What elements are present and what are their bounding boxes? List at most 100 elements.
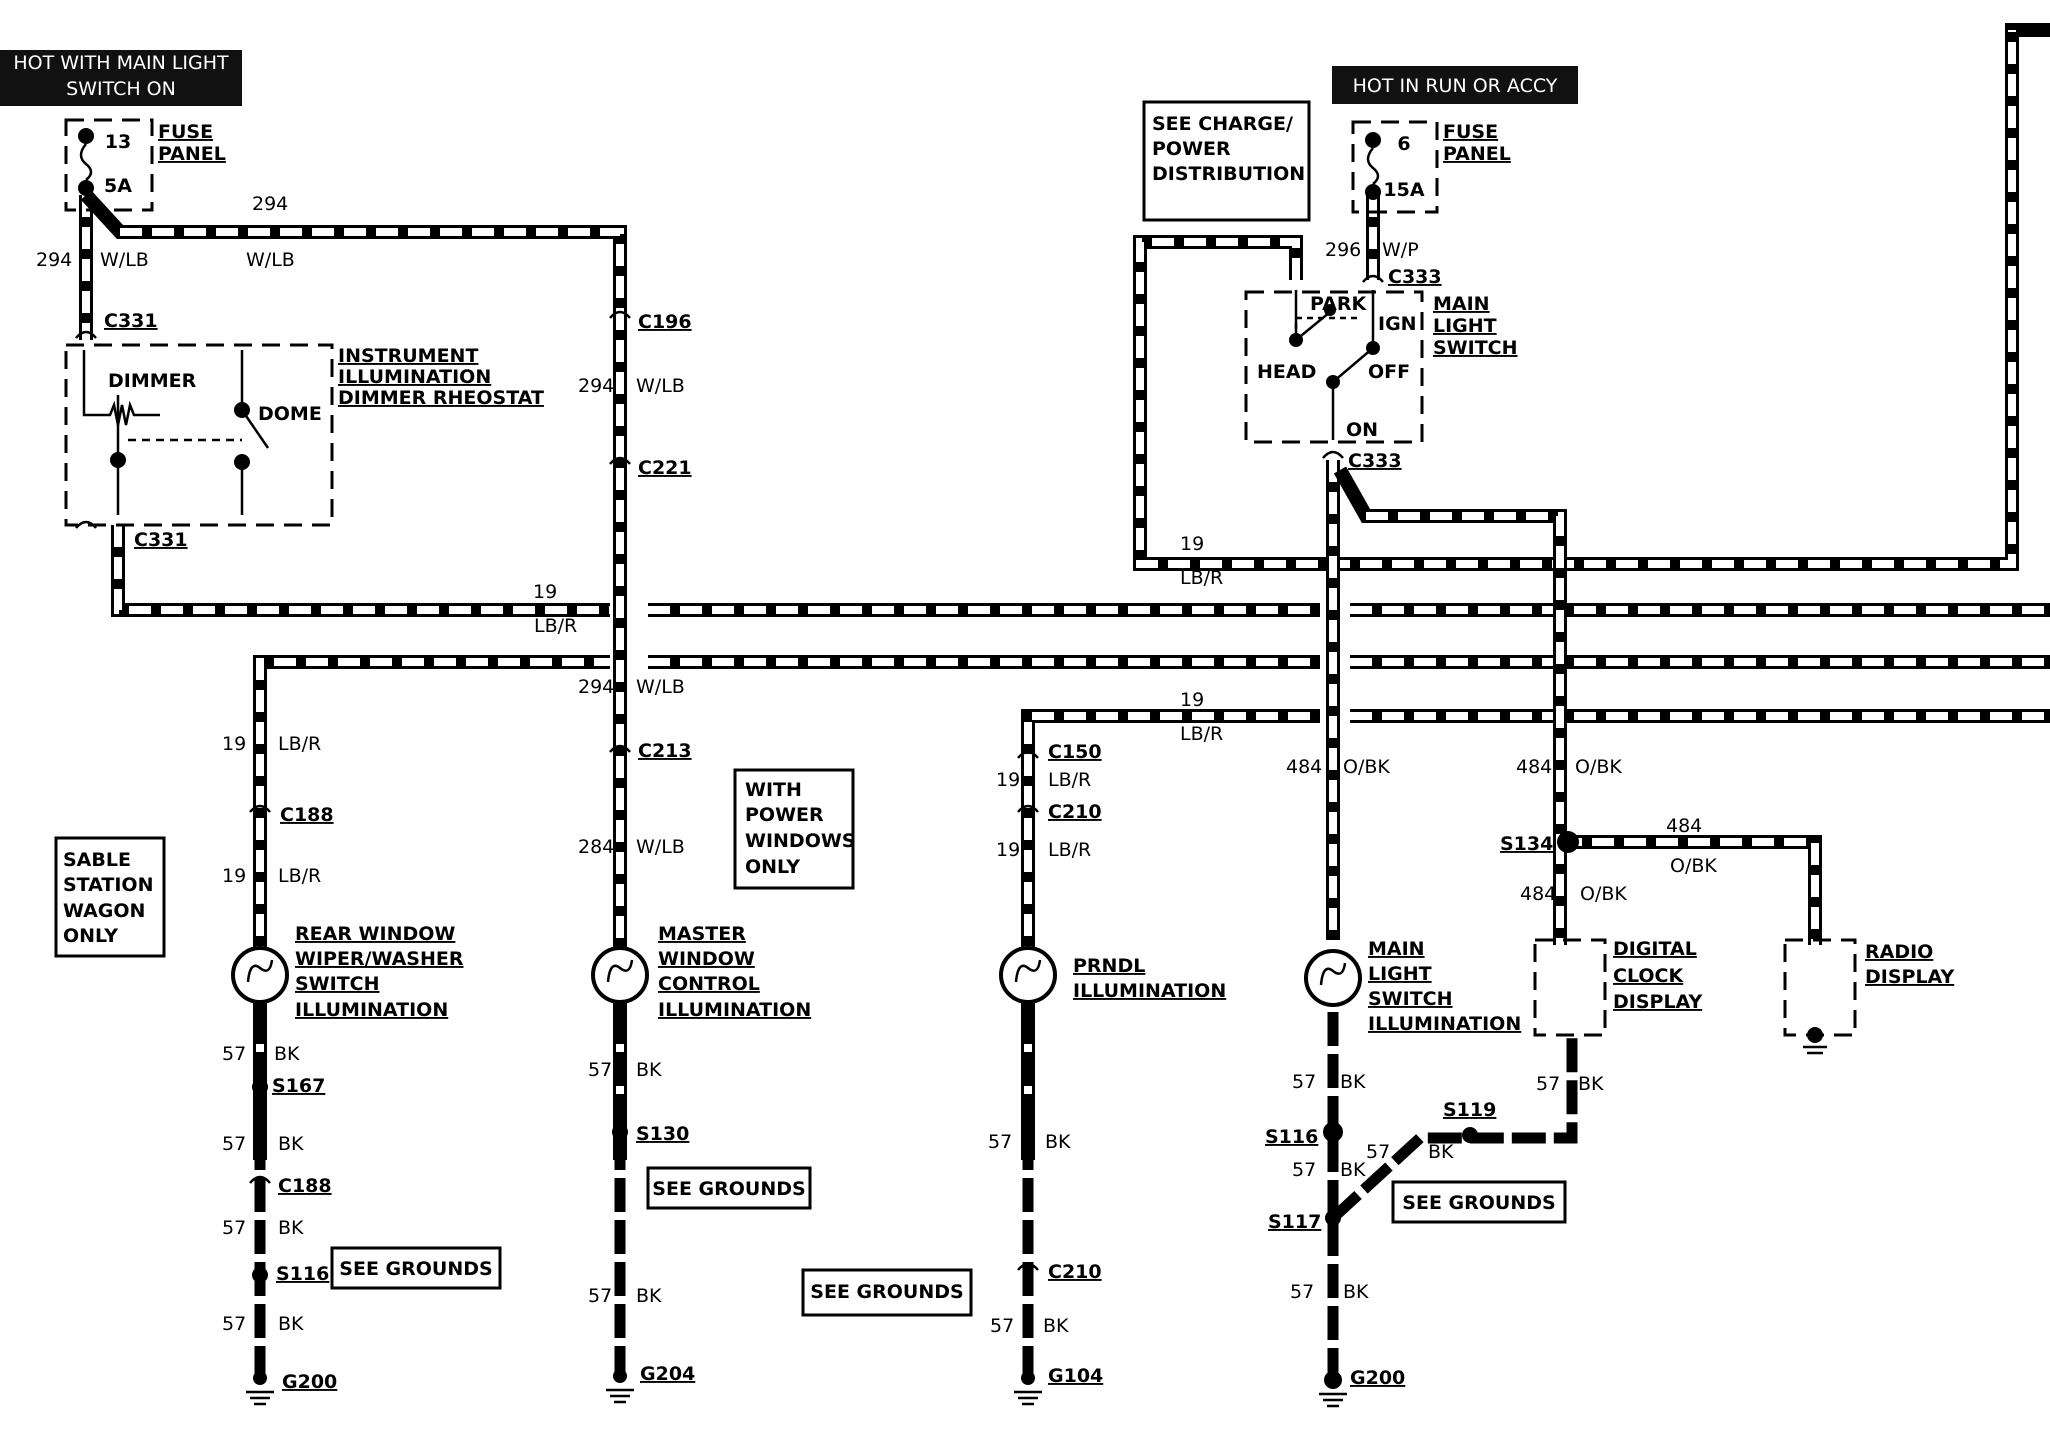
label: ILLUMINATION [1368, 1013, 1521, 1035]
wire-color: LB/R [1180, 723, 1223, 745]
label: WINDOW [658, 948, 755, 970]
wire-num: 19 [222, 733, 246, 755]
label: ILLUMINATION [1073, 980, 1226, 1002]
wire-num: 294 [578, 676, 614, 698]
note-line: ONLY [745, 856, 800, 878]
switch-title-2: LIGHT [1433, 315, 1497, 337]
ground-icon [606, 1369, 634, 1404]
switch-title-3: SWITCH [1433, 337, 1518, 359]
wire-color: O/BK [1580, 883, 1627, 905]
wire-color: LB/R [534, 615, 577, 637]
connector-c333: C333 [1388, 266, 1442, 288]
wire-num: 57 [1366, 1141, 1390, 1163]
label: REAR WINDOW [295, 923, 455, 945]
wire-num: 296 [1325, 239, 1361, 261]
see-grounds-text: SEE GROUNDS [810, 1281, 963, 1303]
see-grounds-1: SEE GROUNDS [330, 1246, 502, 1290]
see-grounds-3: SEE GROUNDS [801, 1268, 973, 1317]
splice-s116: S116 [1265, 1126, 1318, 1148]
wire-color: W/LB [100, 249, 149, 271]
dimmer-title-1: INSTRUMENT [338, 345, 478, 367]
wire-color: BK [1428, 1141, 1454, 1163]
splice-s134: S134 [1500, 833, 1553, 855]
label: DISPLAY [1865, 966, 1954, 988]
ground-icon [1014, 1371, 1042, 1406]
wire-num: 19 [996, 769, 1020, 791]
splice-s117: S117 [1268, 1211, 1321, 1233]
connector-c333: C333 [1348, 450, 1402, 472]
wire-num: 57 [588, 1285, 612, 1307]
note-power-windows: WITH POWER WINDOWS ONLY [733, 768, 856, 890]
switch-head: HEAD [1257, 361, 1316, 383]
note-charge-power: SEE CHARGE/ POWER DISTRIBUTION [1142, 100, 1311, 222]
wire-num: 57 [1292, 1071, 1316, 1093]
fuse-amps: 5A [104, 175, 132, 197]
switch-park: PARK [1310, 293, 1368, 315]
wire-labels: 294 W/LB 294 W/LB 294 W/LB 19 LB/R 294 W… [36, 193, 1717, 1337]
wire-num: 294 [578, 375, 614, 397]
label: CLOCK [1613, 965, 1684, 987]
connector-c331: C331 [134, 529, 188, 551]
label: SWITCH [1368, 988, 1453, 1010]
note-line: WITH [745, 779, 802, 801]
connector-c331: C331 [104, 310, 158, 332]
digital-clock: DIGITAL CLOCK DISPLAY [1533, 938, 1702, 1037]
fuse-amps: 15A [1383, 179, 1424, 201]
wire-color: W/P [1382, 239, 1419, 261]
ground-wires [254, 1010, 1578, 1375]
splice-s116: S116 [276, 1263, 329, 1285]
switch-title-1: MAIN [1433, 293, 1490, 315]
wire-num: 57 [222, 1133, 246, 1155]
connector-c210: C210 [1048, 1261, 1102, 1283]
connector-c210: C210 [1048, 801, 1102, 823]
wire-num: 484 [1666, 815, 1702, 837]
switch-off: OFF [1368, 361, 1410, 383]
wire-num: 57 [990, 1315, 1014, 1337]
wire-num: 57 [222, 1217, 246, 1239]
wire-num: 19 [996, 839, 1020, 861]
label: ILLUMINATION [295, 999, 448, 1021]
fuse-left: 13 5A FUSE PANEL [64, 118, 226, 212]
ground-icon [246, 1371, 274, 1406]
wire-num: 484 [1286, 756, 1322, 778]
radio-display: RADIO DISPLAY [1783, 938, 1954, 1055]
wire-color: BK [1045, 1131, 1071, 1153]
dimmer-rheostat: DIMMER DOME INSTRUMENT ILLUMINATION DIMM… [64, 343, 544, 527]
label: PRNDL [1073, 955, 1145, 977]
note-line: POWER [745, 804, 824, 826]
see-grounds-text: SEE GROUNDS [1402, 1192, 1555, 1214]
wire-num: 294 [36, 249, 72, 271]
label: SWITCH [295, 973, 380, 995]
wire-color: BK [636, 1059, 662, 1081]
dimmer-title-2: ILLUMINATION [338, 366, 491, 388]
banner-line-2: SWITCH ON [66, 78, 176, 100]
label: DISPLAY [1613, 991, 1702, 1013]
note-line: STATION [63, 874, 153, 896]
label: DIGITAL [1613, 938, 1697, 960]
ground-g204: G204 [640, 1363, 695, 1385]
wire-color: LB/R [278, 865, 321, 887]
label: WIPER/WASHER [295, 948, 464, 970]
label: LIGHT [1368, 963, 1432, 985]
see-grounds-text: SEE GROUNDS [652, 1178, 805, 1200]
label: CONTROL [658, 973, 760, 995]
see-grounds-text: SEE GROUNDS [339, 1258, 492, 1280]
wire-num: 57 [222, 1043, 246, 1065]
note-line: SEE CHARGE/ [1152, 113, 1293, 135]
fuse-number: 13 [105, 131, 131, 153]
wire-num: 19 [222, 865, 246, 887]
connector-labels: C331 C331 C196 C221 C213 C188 C150 C210 … [104, 266, 1553, 1393]
splices [252, 831, 1579, 1283]
wire-color: LB/R [1180, 567, 1223, 589]
wire-color: O/BK [1670, 855, 1717, 877]
dome-label: DOME [258, 403, 322, 425]
wire-num: 57 [588, 1059, 612, 1081]
main-light-switch: PARK IGN HEAD OFF ON MAIN LIGHT SWITCH [1244, 290, 1518, 444]
banner-text: HOT IN RUN OR ACCY [1353, 75, 1558, 97]
dimmer-title-3: DIMMER RHEOSTAT [338, 387, 544, 409]
wire-num: 57 [222, 1313, 246, 1335]
wire-color: LB/R [278, 733, 321, 755]
fuse-label-2: PANEL [1443, 143, 1511, 165]
lamp-prndl: PRNDL ILLUMINATION [999, 946, 1226, 1004]
wire-num: 57 [988, 1131, 1012, 1153]
